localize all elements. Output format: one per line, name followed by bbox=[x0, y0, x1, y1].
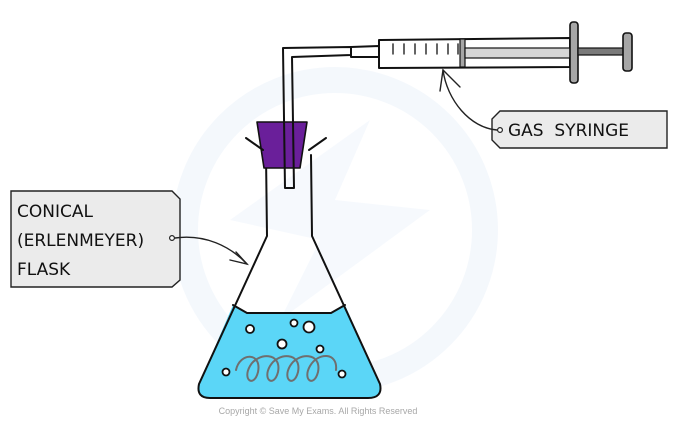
bubbles bbox=[221, 318, 347, 379]
flask-rim bbox=[245, 137, 264, 151]
syringe-flange bbox=[569, 21, 579, 84]
syringe-thumb-press bbox=[622, 32, 633, 72]
liquid bbox=[198, 305, 381, 398]
bubble bbox=[289, 318, 299, 328]
flask-label: CONICAL (ERLENMEYER) FLASK bbox=[10, 190, 250, 288]
bubble bbox=[245, 324, 255, 334]
syringe-label-arrow bbox=[442, 69, 498, 131]
gas-syringe bbox=[350, 21, 633, 84]
bubble bbox=[221, 367, 231, 377]
copyright-notice: Copyright © Save My Exams. All Rights Re… bbox=[219, 406, 418, 416]
syringe-label-tag bbox=[491, 110, 668, 149]
syringe-label: GAS SYRINGE bbox=[439, 68, 668, 149]
syringe-plunger-rod bbox=[464, 47, 571, 59]
bung bbox=[256, 121, 308, 169]
bubble bbox=[276, 338, 288, 350]
flask-label-arrowhead bbox=[229, 251, 250, 266]
syringe-nozzle bbox=[350, 45, 380, 58]
syringe-plunger-head bbox=[459, 38, 466, 68]
bubble bbox=[337, 369, 347, 379]
flask-label-pin bbox=[169, 235, 176, 242]
syringe-label-text: GAS SYRINGE bbox=[508, 121, 629, 141]
flask-rim bbox=[308, 137, 327, 151]
liquid-surface bbox=[232, 304, 346, 314]
bubble bbox=[315, 344, 325, 354]
coil bbox=[235, 355, 338, 382]
syringe-label-arrowhead bbox=[439, 68, 461, 92]
flask-label-line-2: (ERLENMEYER) bbox=[17, 231, 144, 251]
flask-label-line-3: FLASK bbox=[17, 260, 71, 280]
syringe-graduations bbox=[392, 43, 459, 55]
syringe-outer-rod bbox=[577, 47, 626, 56]
conical-flask bbox=[197, 154, 382, 399]
syringe-label-pin bbox=[497, 126, 504, 133]
flask-label-tag bbox=[10, 190, 181, 288]
flask-label-line-1: CONICAL bbox=[17, 202, 93, 222]
bubble bbox=[302, 320, 316, 334]
